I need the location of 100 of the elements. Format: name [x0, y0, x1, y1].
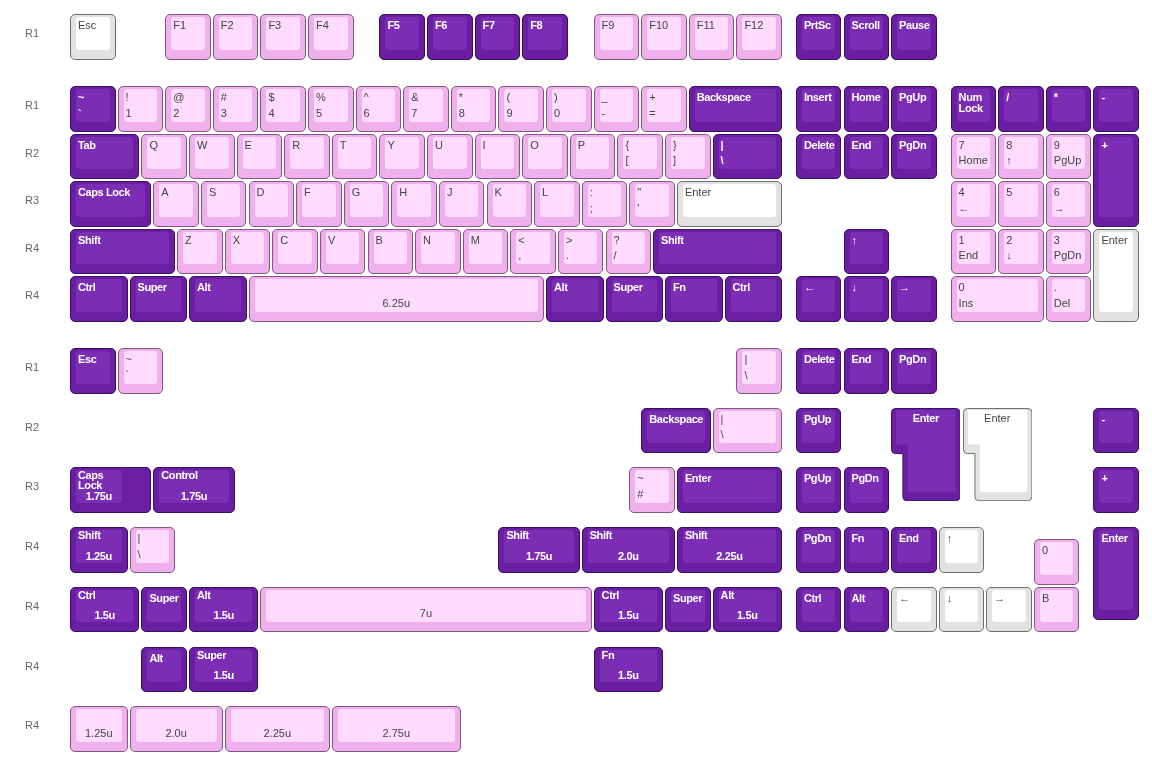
key-legend: 2 — [1006, 234, 1013, 246]
key-legend: ) — [554, 92, 558, 103]
keycap — [641, 86, 687, 132]
keycap — [665, 276, 723, 322]
keycap — [70, 706, 128, 752]
key-legend: F3 — [268, 20, 282, 31]
key-legend: F4 — [316, 20, 329, 31]
keycap — [70, 133, 140, 180]
key-legend: F9 — [601, 20, 615, 31]
keycap — [581, 181, 628, 227]
key-legend: ↑ — [1006, 155, 1012, 167]
keycap — [70, 467, 152, 513]
key-legend: ↓ — [946, 592, 953, 604]
keycap — [224, 706, 330, 752]
key-legend: 9 — [1053, 139, 1060, 151]
keycap — [950, 86, 997, 132]
key-legend: B — [1041, 592, 1050, 604]
keycap — [795, 467, 842, 513]
keycap — [70, 14, 116, 60]
key-legend: Alt — [197, 589, 211, 600]
key-legend: ~ — [78, 92, 85, 103]
keycap — [712, 407, 782, 454]
key-legend: PgDn — [803, 533, 831, 545]
key-legend: P — [577, 139, 586, 151]
row-label: R1 — [25, 27, 40, 39]
key-legend: Num Lock — [958, 92, 991, 114]
keycap — [248, 276, 544, 322]
keycap — [891, 348, 937, 394]
keycap — [510, 228, 556, 275]
key-legend: ] — [673, 155, 677, 167]
key-legend: Super — [197, 649, 227, 660]
key-legend: _ — [601, 92, 608, 103]
key-legend: . — [565, 250, 569, 262]
key-legend: ← — [958, 202, 970, 214]
key-legend: F8 — [530, 20, 543, 31]
row-label: R4 — [25, 289, 40, 302]
key-legend: H — [399, 187, 408, 199]
keycap — [1033, 586, 1080, 633]
key-legend: 1.25u — [85, 727, 113, 739]
key-legend: = — [649, 107, 656, 119]
key-legend: X — [232, 234, 241, 246]
keycap — [450, 86, 497, 132]
keycap — [1045, 276, 1092, 322]
keycap — [474, 133, 521, 180]
keycap — [224, 228, 271, 275]
key-legend: 0 — [1041, 545, 1048, 556]
key-legend: . — [1053, 282, 1057, 294]
keycap — [641, 407, 711, 454]
key-legend: Shift — [589, 530, 613, 541]
key-legend: Alt — [149, 652, 163, 664]
keycap — [153, 467, 235, 513]
key-legend: Super — [613, 282, 643, 294]
key-legend: PgUp — [803, 413, 831, 425]
keycap — [593, 586, 663, 633]
keycap — [403, 86, 449, 132]
key-legend: 1.5u — [618, 610, 639, 622]
keycap — [843, 586, 890, 633]
key-legend: 7u — [419, 608, 433, 620]
keycap — [141, 646, 187, 693]
key-legend: 2 — [173, 107, 180, 119]
row-label: R2 — [25, 420, 40, 433]
keycap — [1093, 467, 1139, 513]
key-legend: 0 — [554, 107, 561, 119]
keycap — [355, 86, 402, 132]
keycap — [641, 14, 687, 60]
keycap — [581, 527, 675, 573]
keycap — [712, 586, 782, 633]
key-legend: PrtSc — [803, 20, 831, 31]
keycap — [70, 276, 128, 322]
keycap — [212, 14, 259, 60]
key-legend: Super — [137, 282, 167, 294]
keycap — [605, 276, 663, 322]
keycap — [569, 133, 616, 180]
key-legend: Enter — [912, 412, 939, 424]
keycap — [70, 527, 128, 573]
key-legend: N — [423, 234, 432, 246]
keycap — [391, 181, 437, 227]
key-legend: F5 — [387, 20, 400, 31]
keycap — [272, 228, 318, 275]
key-legend: Backspace — [649, 413, 704, 425]
row-label: R1 — [25, 361, 40, 373]
key-legend: Ctrl — [803, 592, 822, 604]
key-legend: @ — [173, 92, 185, 103]
key-legend: | — [720, 139, 724, 151]
key-legend: > — [565, 234, 573, 246]
key-legend: End — [851, 139, 872, 151]
keycap — [629, 181, 675, 227]
key-legend: [ — [625, 155, 629, 167]
keycap — [153, 181, 199, 227]
keycap — [843, 133, 890, 180]
keycap — [950, 181, 997, 227]
keycap — [891, 276, 937, 322]
keycap — [522, 133, 568, 180]
key-legend: End — [851, 354, 872, 365]
keycap — [486, 181, 533, 227]
key-legend: → — [994, 592, 1006, 604]
key-legend: 1.25u — [85, 550, 112, 562]
key-legend: ← — [899, 592, 911, 604]
keycap — [712, 133, 782, 180]
key-legend: PgDn — [1053, 250, 1082, 262]
